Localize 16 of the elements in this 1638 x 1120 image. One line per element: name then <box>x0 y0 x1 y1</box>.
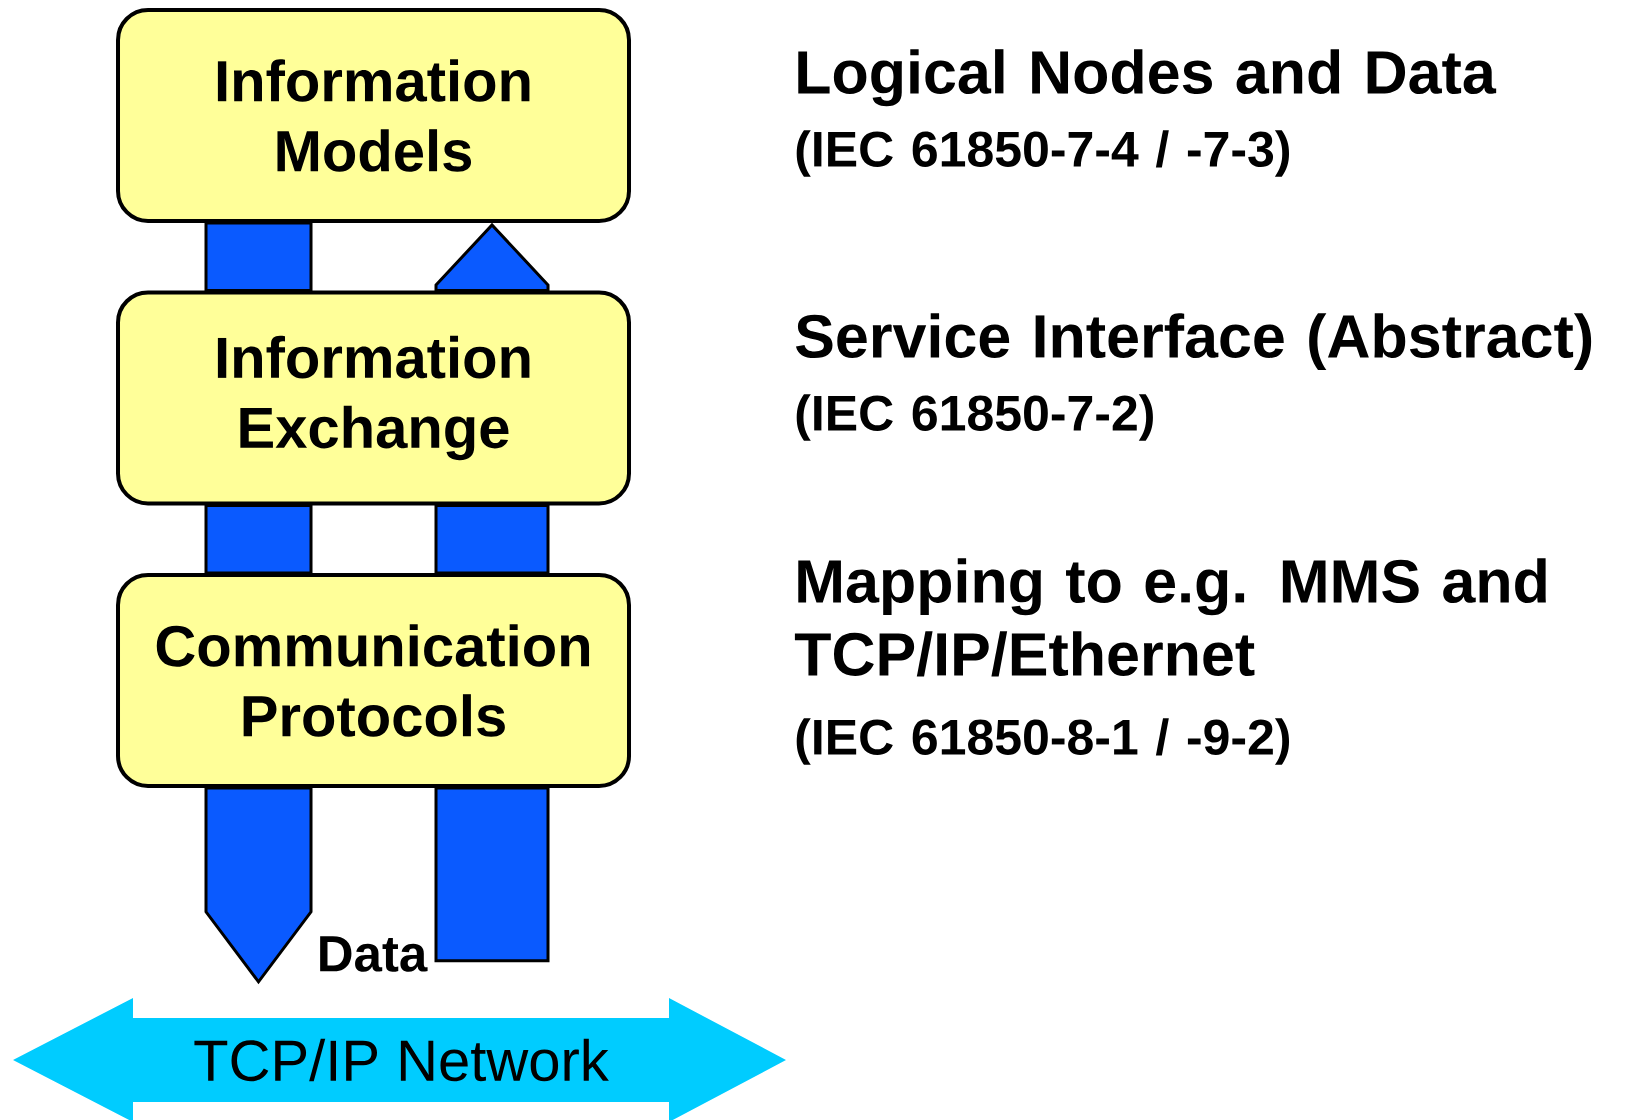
layer-box: Information Models <box>116 8 631 223</box>
standard-reference: (IEC 61850-8-1 / -9-2) <box>796 718 1289 765</box>
layer-box: Information Exchange <box>116 290 631 506</box>
standard-reference: (IEC 61850-7-2) <box>796 394 1153 441</box>
flow-arrow <box>204 504 313 575</box>
flow-arrow <box>204 221 313 292</box>
layer-title: Logical Nodes and Data <box>798 49 1497 107</box>
flow-arrow <box>434 222 550 292</box>
layer-title: Mapping to e.g. MMS and TCP/IP/Ethernet <box>794 558 1546 677</box>
flow-arrow <box>204 786 313 985</box>
flow-arrow <box>434 786 550 963</box>
flow-label: Data <box>320 936 428 972</box>
flow-arrow <box>434 504 550 575</box>
standard-reference: (IEC 61850-7-4 / -7-3) <box>796 130 1289 177</box>
layer-box: Communication Protocols <box>116 573 631 788</box>
layer-title: Service Interface (Abstract) <box>795 313 1592 371</box>
